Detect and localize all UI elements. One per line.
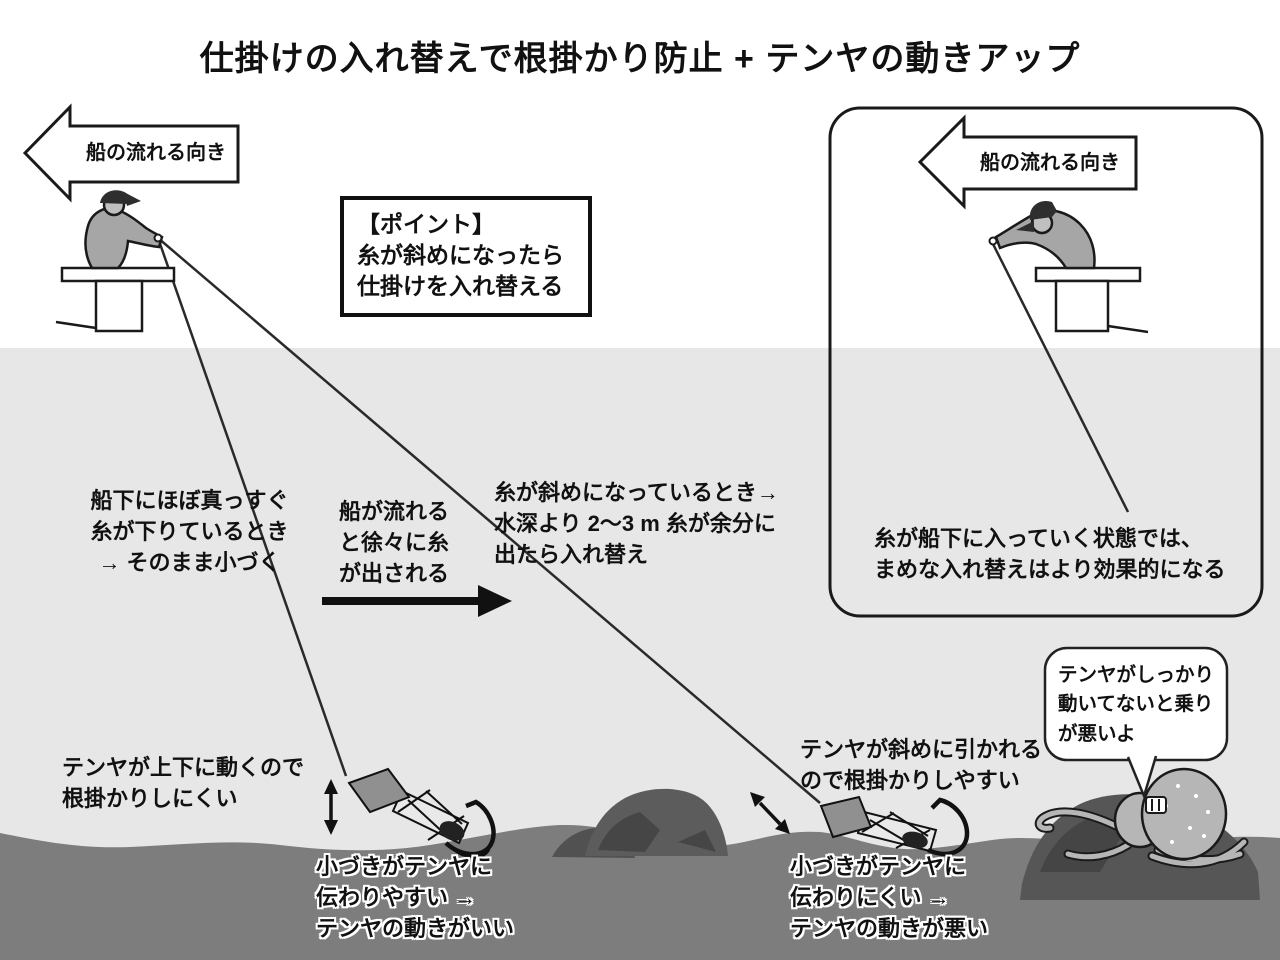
right-arrow-icon	[322, 585, 512, 617]
boat-line	[1107, 324, 1149, 334]
octopus	[1034, 767, 1249, 869]
vertical-double-arrow-icon	[324, 779, 338, 835]
rock-shadow	[598, 812, 660, 852]
boat-line	[55, 320, 97, 330]
seabed	[0, 824, 1280, 960]
diagonal-fishing-line	[157, 237, 821, 804]
fisherman-body	[994, 209, 1096, 270]
fisherman-cap	[100, 190, 130, 204]
fisherman-cap	[1029, 200, 1057, 220]
tenya-sinker	[819, 795, 873, 839]
tenya-sinker	[347, 767, 411, 814]
boat-hull	[1054, 279, 1110, 333]
speech-bubble	[1043, 646, 1229, 800]
tenya-hook	[927, 797, 970, 857]
flow-direction-label-left: 船の流れる向き	[86, 142, 226, 164]
fisherman-left	[55, 190, 176, 333]
octopus-speckles	[1164, 784, 1210, 844]
middle-rocks	[552, 788, 728, 858]
fisherman-cap-brim	[1016, 221, 1034, 232]
tenya-hook-second	[451, 846, 491, 859]
flow-direction-label-right: 船の流れる向き	[980, 152, 1120, 174]
flow-arrow-left-icon	[22, 103, 240, 203]
annotation-tenya-vertical: テンヤが上下に動くので 根掛かりしにくい	[62, 755, 305, 811]
annotation-tenya-dragged: テンヤが斜めに引かれる ので根掛かりしやすい	[800, 737, 1043, 793]
octopus-eye	[1145, 796, 1167, 814]
tenya-left	[347, 767, 496, 859]
speech-bubble-tail	[1126, 755, 1158, 800]
annotation-kozuki-bad: 小づきがテンヤに 伝わりにくい → テンヤの動きが悪い	[790, 854, 989, 941]
flow-arrow-right-icon	[917, 114, 1138, 210]
right-scenario-panel	[828, 106, 1264, 618]
tenya-right	[819, 795, 970, 857]
tenya-hook	[444, 799, 496, 857]
vertical-fishing-line	[156, 237, 348, 777]
under-boat-fishing-line	[991, 243, 1130, 513]
point-box-body: 糸が斜めになったら 仕掛けを入れ替える	[357, 242, 564, 300]
point-box-heading: 【ポイント】	[357, 211, 495, 237]
boat-hull	[94, 279, 144, 333]
fisherman-cap-brim	[124, 192, 141, 206]
boat-gunwale	[60, 266, 176, 283]
annotation-line-payout: 船が流れる と徐々に糸 が出される	[338, 499, 449, 586]
octopus-speech-text: テンヤがしっかり 動いてないと乗り が悪いよ	[1058, 664, 1215, 745]
octopus-eye-stripes	[1151, 799, 1160, 811]
tenya-wrap	[439, 821, 465, 841]
annotation-diagonal-line: 糸が斜めになっているとき→ 水深より 2〜3 m 糸が余分に 出たら入れ替え	[494, 480, 779, 567]
fisherman-hand	[988, 236, 998, 246]
annotation-under-boat: 糸が船下に入っていく状態では、 まめな入れ替えはより効果的になる	[874, 526, 1226, 582]
annotation-straight-line: 船下にほぼ真っすぐ 糸が下りているとき → そのまま小づく	[90, 488, 289, 575]
fisherman-body	[84, 207, 164, 270]
fisherman-right	[988, 200, 1149, 334]
point-callout-box: 【ポイント】 糸が斜めになったら 仕掛けを入れ替える	[340, 196, 592, 318]
diagram-title: 仕掛けの入れ替えで根掛かり防止 + テンヤの動きアップ	[199, 40, 1081, 78]
diagonal-double-arrow-icon	[750, 792, 790, 834]
annotation-kozuki-good: 小づきがテンヤに 伝わりやすい → テンヤの動きがいい	[316, 854, 515, 941]
tenya-wrap	[902, 831, 928, 849]
rock-shadow	[678, 830, 716, 852]
fisherman-hand	[153, 233, 163, 243]
boat-gunwale	[1034, 266, 1142, 283]
fishing-lines	[156, 237, 1130, 804]
